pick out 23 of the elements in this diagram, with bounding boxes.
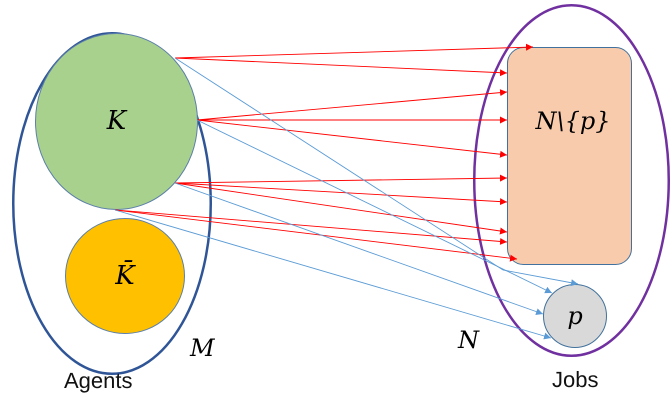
arrow (114, 210, 508, 245)
arrow (174, 182, 544, 315)
arrow (114, 210, 518, 262)
arrow (196, 120, 508, 158)
node-label: p (567, 301, 583, 332)
arrow (174, 58, 508, 76)
node-label: K̄ (115, 259, 135, 292)
arrow (174, 182, 508, 234)
arrow (196, 116, 508, 124)
group-label: Jobs (552, 367, 598, 392)
arrow (114, 210, 552, 340)
arrow (174, 182, 508, 206)
set-label: M (190, 333, 215, 364)
node-label: N\{p} (536, 107, 610, 135)
p-circle (543, 284, 607, 348)
arrow (196, 120, 552, 294)
node-label: K (106, 105, 126, 138)
k-bar-circle (65, 218, 185, 334)
set-label: N (458, 325, 479, 356)
rounded-rectangle (507, 47, 632, 265)
group-label: Agents (64, 368, 132, 393)
arrow (174, 58, 578, 286)
k-circle (35, 33, 198, 210)
